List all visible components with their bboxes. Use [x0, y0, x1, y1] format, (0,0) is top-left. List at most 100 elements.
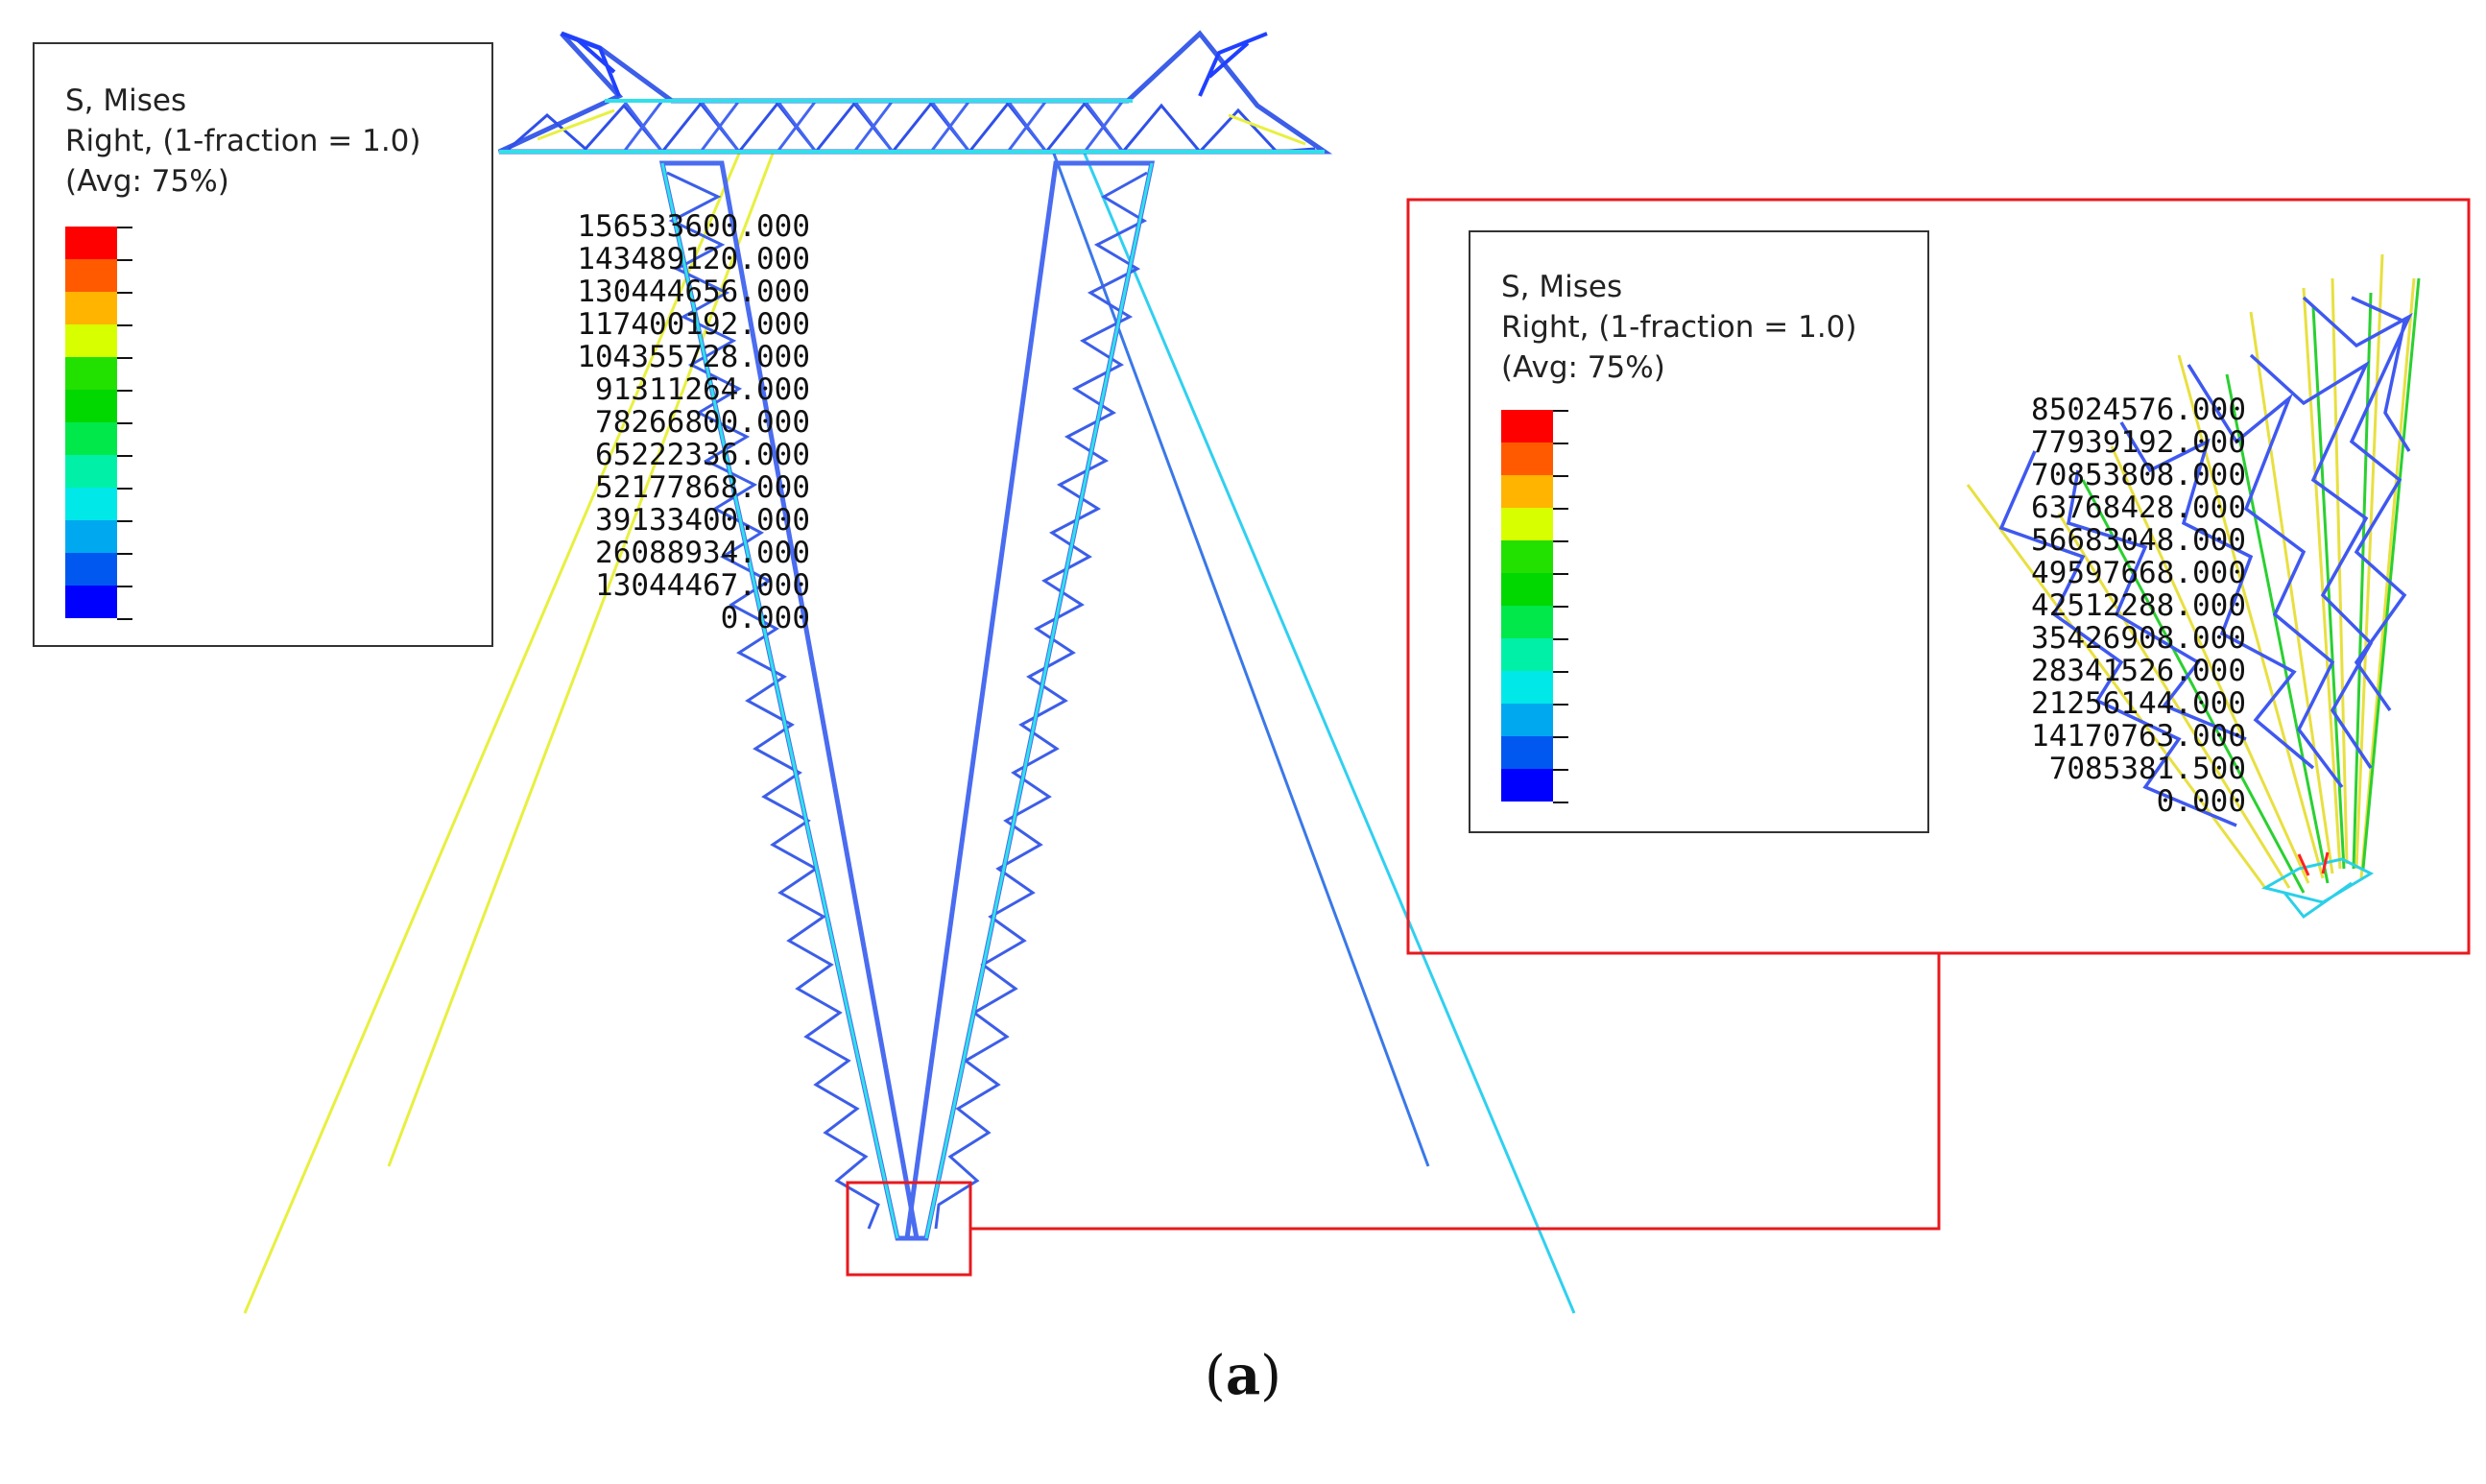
- legend-color-swatch: [65, 520, 117, 553]
- legend-value-label: 26088934.000: [595, 536, 810, 570]
- legend-value-label: 85024576.000: [2031, 393, 2246, 427]
- crossarm-lacing-2: [622, 100, 1125, 153]
- legend-color-swatch: [1501, 540, 1553, 573]
- legend-tick: [1553, 638, 1568, 640]
- legend-tick: [117, 586, 132, 587]
- legend-color-swatch: [1501, 704, 1553, 736]
- legend-value-label: 65222336.000: [595, 438, 810, 472]
- legend-color-swatch: [1501, 508, 1553, 540]
- legend-tick: [1553, 802, 1568, 803]
- legend-value-label: 77939192.000: [2031, 425, 2246, 460]
- legend-value-label: 52177868.000: [595, 470, 810, 505]
- legend-tick: [117, 618, 132, 620]
- legend-value-label: 0.000: [720, 601, 810, 635]
- legend-value-label: 78266800.000: [595, 405, 810, 440]
- legend-tick: [117, 292, 132, 294]
- detail-base-plate: [2261, 857, 2375, 920]
- legend-color-swatch: [65, 324, 117, 357]
- crossarm-right-peak: [1198, 32, 1268, 97]
- legend-color-swatch: [65, 586, 117, 618]
- figure-caption: (a): [0, 1344, 2486, 1407]
- legend-tick: [117, 259, 132, 261]
- legend-value-label: 28341526.000: [2031, 654, 2246, 688]
- legend-tick: [117, 553, 132, 555]
- legend-main-avg: (Avg: 75%): [65, 164, 229, 199]
- legend-value-label: 70853808.000: [2031, 458, 2246, 492]
- legend-tick: [1553, 540, 1568, 542]
- legend-tick: [117, 455, 132, 457]
- legend-value-label: 13044467.000: [595, 568, 810, 603]
- legend-value-label: 63768428.000: [2031, 491, 2246, 525]
- legend-value-label: 35426908.000: [2031, 621, 2246, 656]
- legend-main: S, Mises Right, (1-fraction = 1.0) (Avg:…: [33, 42, 810, 647]
- legend-color-swatch: [1501, 410, 1553, 443]
- legend-color-swatch: [65, 553, 117, 586]
- legend-tick: [1553, 671, 1568, 673]
- legend-value-label: 117400192.000: [577, 307, 810, 342]
- legend-tick: [117, 227, 132, 228]
- crossarm-left-peak: [561, 32, 621, 97]
- guy-wire-left-outer: [243, 153, 741, 1314]
- legend-value-label: 91311264.000: [595, 372, 810, 407]
- legend-value-label: 104355728.000: [577, 340, 810, 374]
- detail-connector-line: [970, 953, 1941, 1231]
- legend-color-swatch: [1501, 769, 1553, 802]
- legend-tick: [1553, 736, 1568, 738]
- legend-value-label: 42512288.000: [2031, 588, 2246, 623]
- legend-value-label: 49597668.000: [2031, 556, 2246, 590]
- legend-tick: [1553, 573, 1568, 575]
- detail-hotspot: [2297, 851, 2330, 876]
- legend-tick: [117, 390, 132, 392]
- legend-main-subtitle: Right, (1-fraction = 1.0): [65, 124, 421, 158]
- legend-value-label: 0.000: [2156, 784, 2246, 819]
- legend-color-swatch: [65, 227, 117, 259]
- legend-color-swatch: [1501, 475, 1553, 508]
- tower-lattice: [497, 30, 1333, 1241]
- legend-detail-avg: (Avg: 75%): [1501, 350, 1665, 385]
- legend-color-swatch: [65, 455, 117, 488]
- legend-value-label: 21256144.000: [2031, 686, 2246, 721]
- detail-tower-base: [1966, 253, 2421, 920]
- crossarm-lacing: [508, 101, 1316, 155]
- legend-color-swatch: [65, 259, 117, 292]
- legend-value-label: 7085381.500: [2048, 752, 2246, 786]
- tower-right-leg-lacing: [934, 171, 1148, 1230]
- legend-value-label: 14170763.000: [2031, 719, 2246, 754]
- legend-color-swatch: [1501, 736, 1553, 769]
- legend-color-swatch: [65, 357, 117, 390]
- legend-tick: [1553, 704, 1568, 706]
- guy-wire-right-outer: [1083, 153, 1576, 1314]
- legend-detail: S, Mises Right, (1-fraction = 1.0) (Avg:…: [1469, 230, 2246, 833]
- legend-detail-title: S, Mises: [1501, 270, 1623, 304]
- legend-tick: [1553, 769, 1568, 771]
- legend-tick: [1553, 606, 1568, 608]
- tower-left-leg-edge: [660, 162, 899, 1239]
- legend-color-swatch: [1501, 443, 1553, 475]
- legend-detail-subtitle: Right, (1-fraction = 1.0): [1501, 310, 1857, 345]
- legend-value-label: 156533600.000: [577, 209, 810, 244]
- legend-tick: [117, 520, 132, 522]
- legend-color-swatch: [1501, 606, 1553, 638]
- legend-value-label: 39133400.000: [595, 503, 810, 538]
- legend-tick: [1553, 475, 1568, 477]
- legend-tick: [117, 488, 132, 490]
- legend-color-swatch: [1501, 638, 1553, 671]
- legend-tick: [1553, 508, 1568, 510]
- legend-tick: [1553, 410, 1568, 412]
- tower-left-leg-lacing: [666, 171, 880, 1230]
- caption-open-paren: (: [1204, 1345, 1226, 1407]
- legend-tick: [117, 422, 132, 424]
- legend-value-label: 56683048.000: [2031, 523, 2246, 558]
- legend-main-title: S, Mises: [65, 84, 187, 118]
- legend-value-label: 130444656.000: [577, 275, 810, 309]
- caption-close-paren: ): [1260, 1345, 1281, 1407]
- legend-color-swatch: [65, 292, 117, 324]
- legend-color-swatch: [1501, 671, 1553, 704]
- legend-color-swatch: [1501, 573, 1553, 606]
- legend-tick: [117, 324, 132, 326]
- guy-wire-left-inner: [387, 153, 775, 1167]
- legend-color-swatch: [65, 488, 117, 520]
